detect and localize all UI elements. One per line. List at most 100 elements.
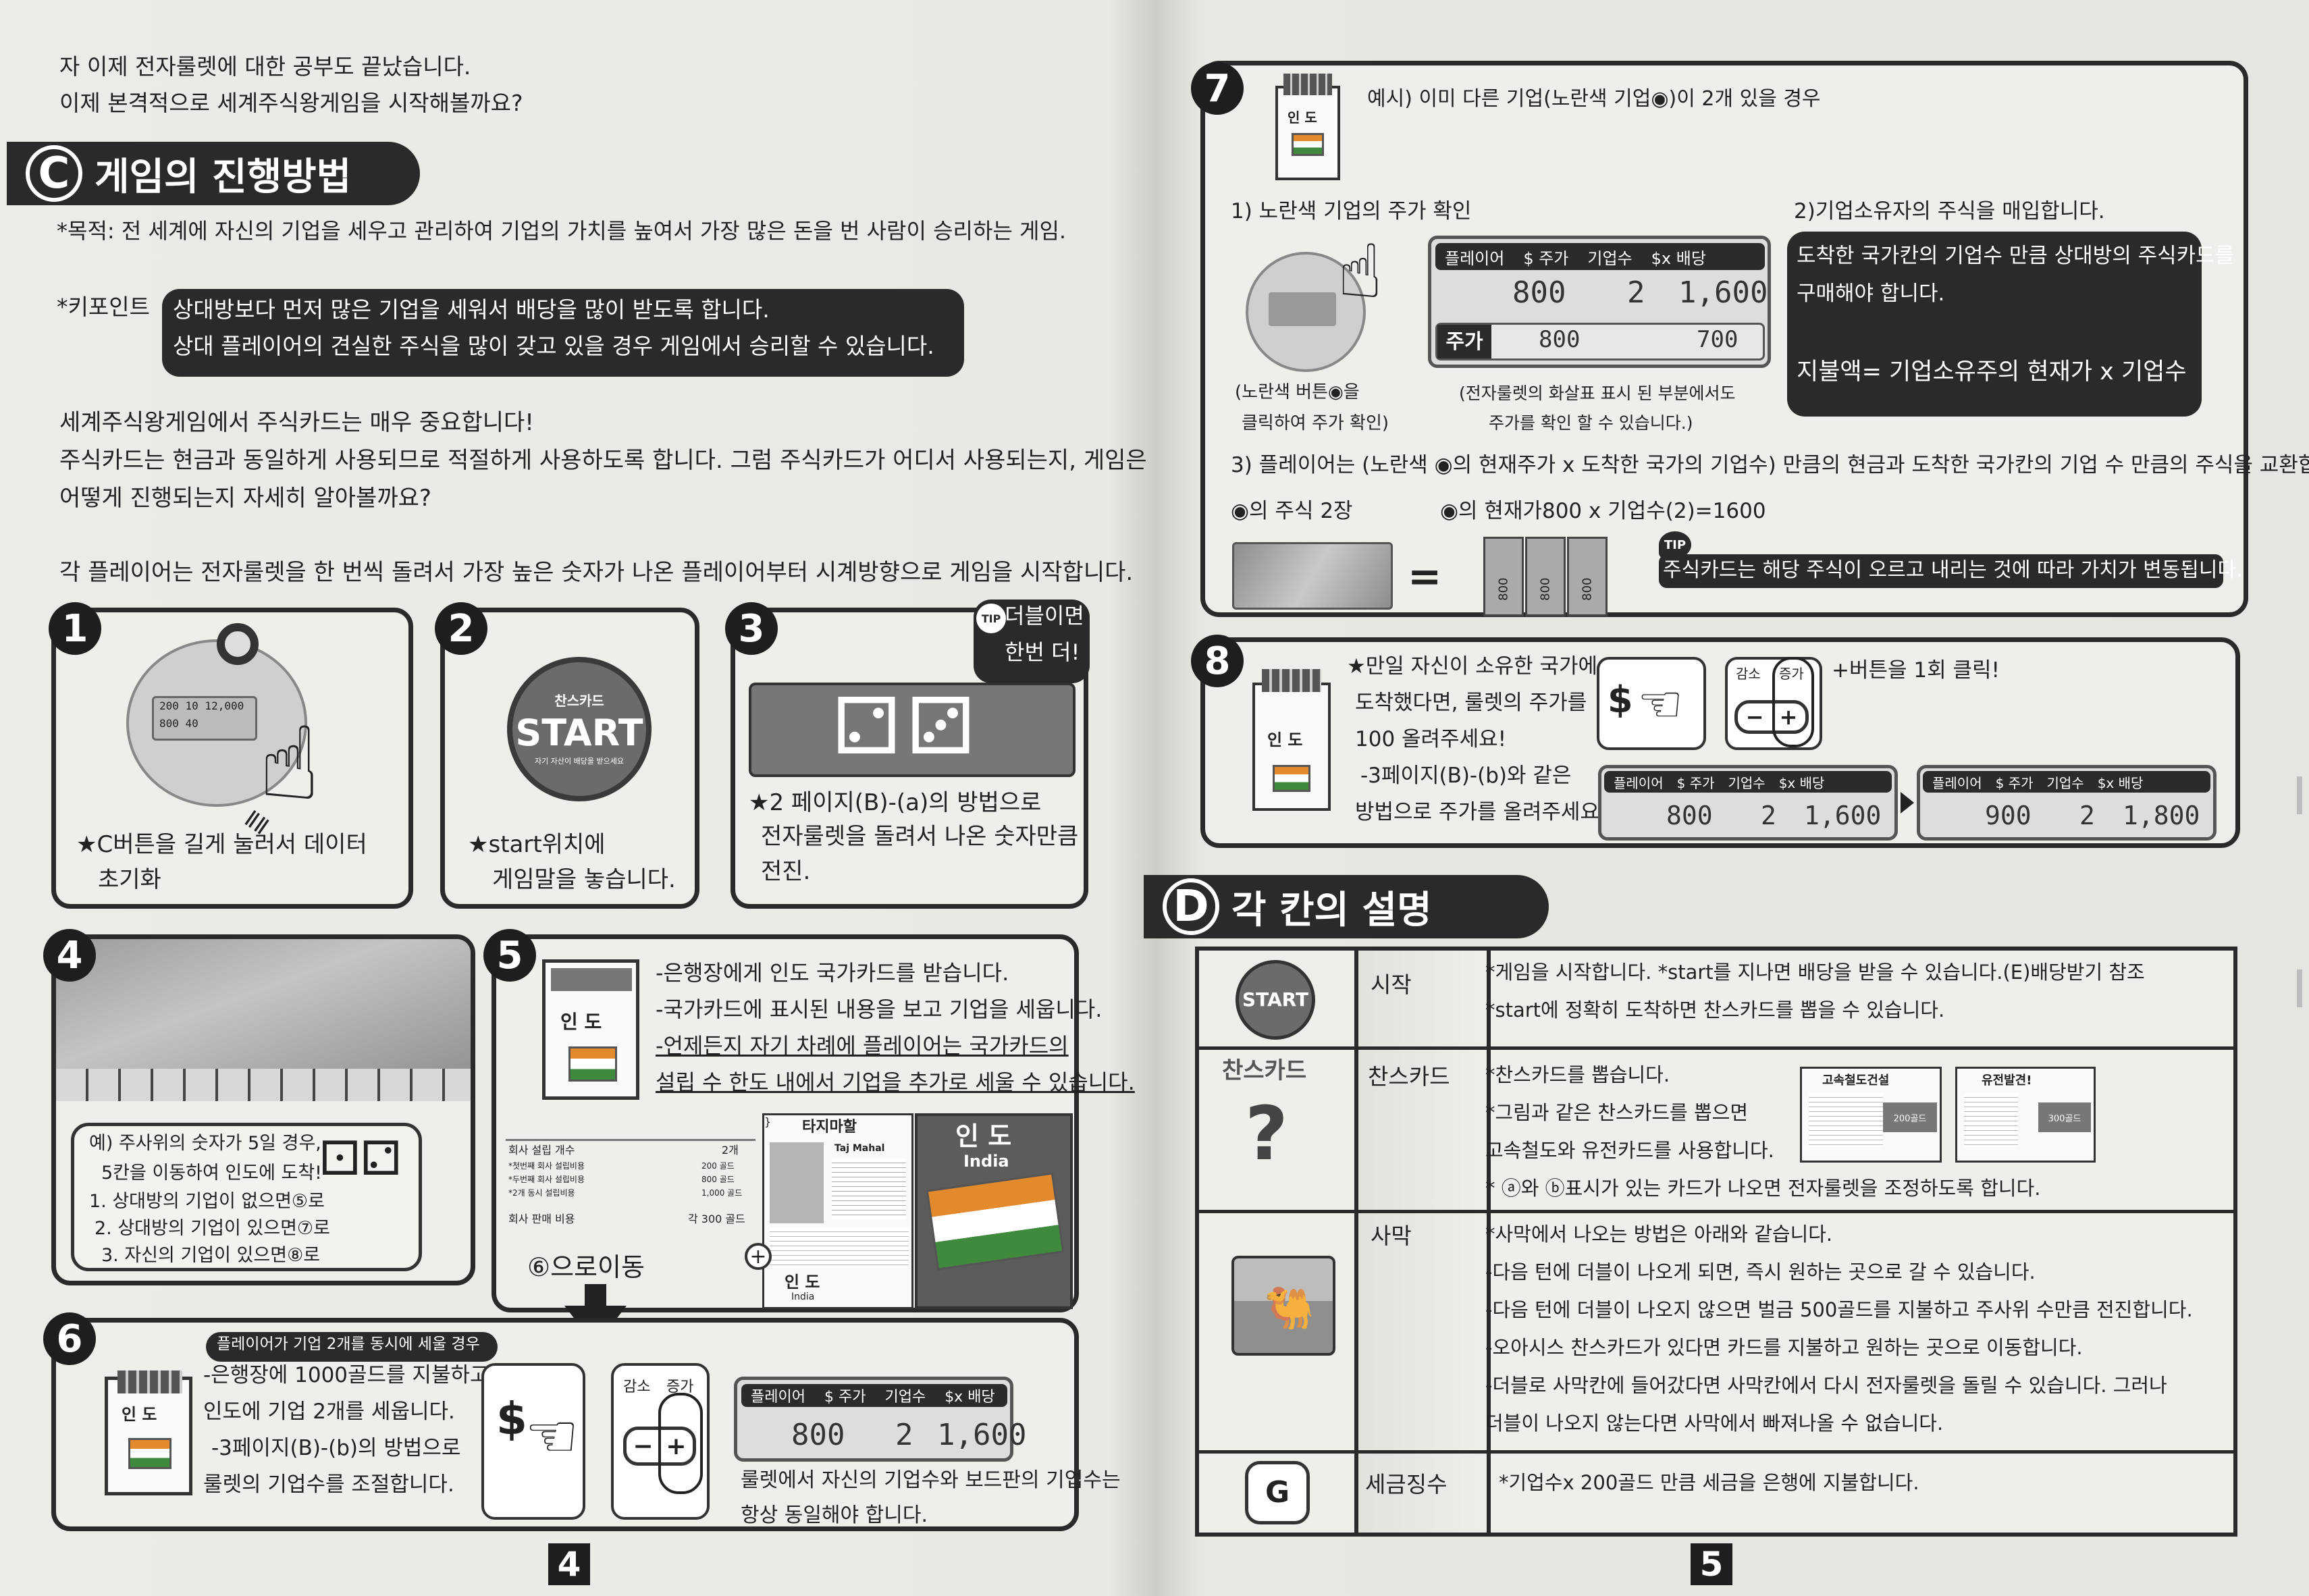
step-7-s1-cap-1: (노란색 버튼◉을	[1235, 382, 1360, 402]
step-7-s3-a: ◉의 주식 2장	[1231, 499, 1353, 523]
hdr7-dividend: $x 배당	[1651, 248, 1706, 268]
section-letter-d: D	[1163, 878, 1219, 935]
coupon-1-value: 800	[1496, 577, 1511, 601]
purpose-text: *목적: 전 세계에 자신의 기업을 세우고 관리하여 기업의 가치를 높여서 …	[57, 218, 1067, 244]
dice-icon-1: ⚁	[832, 681, 901, 772]
para-1: 세계주식왕게임에서 주식카드는 매우 중요합니다!	[59, 409, 534, 436]
step-2-box: 찬스카드 START 자기 자산이 배당을 받으세요 ★start위치에 게임말…	[440, 608, 699, 909]
step-1-line-1: ★C버튼을 길게 눌러서 데이터	[76, 831, 367, 858]
dollar-icon-8: $	[1608, 679, 1633, 721]
company-buildings-icon-8	[1262, 669, 1321, 692]
lcd7-price: 800	[1512, 275, 1566, 310]
cost-row-2: *두번째 회사 설립비용	[508, 1175, 585, 1184]
step-8-line-2: 도착했다면, 룰렛의 주가를	[1355, 691, 1587, 715]
tax-icon-label: G	[1265, 1475, 1290, 1510]
section-letter-c: C	[26, 145, 82, 202]
start-badge-sub: 자기 자산이 배당을 받으세요	[535, 756, 624, 766]
step-8-line-5: 방법으로 주가를 올려주세요.	[1355, 800, 1606, 824]
step-8-button-text: +버튼을 1회 클릭!	[1832, 658, 2000, 683]
hdr-price: $ 주가	[824, 1389, 866, 1406]
minus-label: 감소	[623, 1379, 651, 1395]
row-desert-line-6: 더블이 나오지 않는다면 사막에서 빠져나올 수 없습니다.	[1485, 1412, 1944, 1435]
step-3-line-3: 전진.	[761, 858, 811, 885]
step-8-button-panel: 감소 증가 −+	[1725, 657, 1822, 750]
hdr-player: 플레이어	[751, 1389, 805, 1406]
step-6-banner: 플레이어가 기업 2개를 동시에 세울 경우	[206, 1332, 498, 1362]
step-7-lcd: 플레이어 $ 주가 기업수 $x 배당 800 2 1,600 주가 800 7…	[1428, 236, 1771, 368]
step-6-lcd: 플레이어 $ 주가 기업수 $x 배당 800 2 1,600	[734, 1377, 1026, 1462]
step-5-line-2: -국가카드에 표시된 내용을 보고 기업을 세웁니다.	[656, 996, 1103, 1022]
step-5-box: 인 도 -은행장에게 인도 국가카드를 받습니다. -국가카드에 표시된 내용을…	[492, 934, 1135, 1312]
step-1-line-2: 초기화	[98, 866, 161, 893]
step-7-s3-b: ◉의 현재가800 x 기업수(2)=1600	[1440, 499, 1766, 523]
step-6-country-card: 인 도	[105, 1371, 192, 1495]
step-6-line-4: 룰렛의 기업수를 조절합니다.	[203, 1472, 454, 1497]
row-divider-3	[1199, 1450, 2233, 1454]
step-8-line-4: -3페이지(B)-(b)와 같은	[1360, 764, 1572, 788]
start-icon-label: START	[1242, 988, 1309, 1011]
s2-box-2: 구매해야 합니다.	[1797, 282, 1945, 306]
page-number-left: 4	[548, 1543, 590, 1585]
step-7-example: 예시) 이미 다른 기업(노란색 기업◉)이 2개 있을 경우	[1367, 87, 1821, 111]
lcd8b-dividend: 1,800	[2123, 801, 2200, 830]
magnifier-icon: +	[745, 1243, 772, 1270]
col-divider-2	[1487, 951, 1491, 1533]
section-c-title: 게임의 진행방법	[95, 155, 352, 199]
lcd8a-companies: 2	[1761, 801, 1776, 830]
roulette-device: 200 10 12,000 800 40	[126, 639, 307, 807]
cost-row-3: *2개 동시 설립비용	[508, 1188, 575, 1198]
page-number-right: 5	[1691, 1543, 1732, 1585]
taj-country: 인 도	[785, 1273, 820, 1292]
board-photo	[56, 939, 471, 1101]
company-buildings-icon	[117, 1371, 182, 1393]
step-7-number: 7	[1191, 62, 1244, 115]
sale-cost-value: 각 300 골드	[688, 1213, 745, 1225]
chance-card-icon: 찬스카드 ?	[1218, 1056, 1337, 1198]
lcd-header-7: 플레이어 $ 주가 기업수 $x 배당	[1435, 243, 1765, 270]
step-4-ex-1: 예) 주사위의 숫자가 5일 경우,	[89, 1133, 321, 1154]
tax-bag-icon: G	[1245, 1461, 1310, 1524]
hdr8a-player: 플레이어	[1614, 774, 1664, 791]
hdr8a-companies: 기업수	[1728, 774, 1766, 791]
row-divider-1	[1199, 1046, 2233, 1050]
lcd-companies: 2	[895, 1418, 913, 1452]
row-chance-line-4: * ⓐ와 ⓑ표시가 있는 카드가 나오면 전자룰렛을 조정하도록 합니다.	[1485, 1177, 2041, 1200]
sale-cost-label: 회사 판매 비용	[508, 1213, 575, 1225]
taj-mahal-card: 타지마할 Taj Mahal 인 도 India }	[762, 1113, 913, 1309]
chance-icon-label: 찬스카드	[1222, 1057, 1307, 1084]
lcd7-dividend: 1,600	[1678, 275, 1768, 310]
dollar-icon: $	[496, 1393, 527, 1445]
row-desert-line-1: *사막에서 나오는 방법은 아래와 같습니다.	[1485, 1223, 1833, 1246]
hdr7-companies: 기업수	[1587, 248, 1633, 268]
step-4-number: 4	[43, 929, 96, 982]
taj-country-en: India	[791, 1292, 815, 1302]
step-8-lcd-before: 플레이어 $ 주가 기업수 $x 배당 800 2 1,600	[1598, 765, 1898, 841]
step-8-box: 인 도 ★만일 자신이 소유한 국가에 도착했다면, 룰렛의 주가를 100 올…	[1200, 637, 2240, 848]
step-7-s1-cap-2: 클릭하여 주가 확인)	[1242, 413, 1389, 433]
s2-box-1: 도착한 국가칸의 기업수 만큼 상대방의 주식카드를	[1797, 244, 2235, 268]
step-8-flag-icon	[1273, 765, 1310, 792]
para-3: 어떻게 진행되는지 자세히 알아볼까요?	[59, 485, 431, 512]
price-label: 주가	[1437, 325, 1491, 358]
step-6-number: 6	[43, 1312, 96, 1365]
row-start-line-2: *start에 정확히 도착하면 찬스카드를 뽑을 수 있습니다.	[1485, 999, 1945, 1021]
taj-text-lines	[832, 1159, 906, 1219]
step-7-flag-icon	[1292, 133, 1324, 156]
tip-line-1: 더블이면	[1005, 603, 1084, 629]
hdr-dividend: $x 배당	[945, 1389, 995, 1406]
tip-badge: TIP	[976, 604, 1006, 633]
row-tax-name: 세금징수	[1365, 1471, 1448, 1497]
row-divider-2	[1199, 1210, 2233, 1213]
step-7-s3: 3) 플레이어는 (노란색 ◉의 현재주가 x 도착한 국가의 기업수) 만큼의…	[1231, 453, 2309, 477]
row-desert-name: 사막	[1371, 1223, 1412, 1249]
step-3-number: 3	[725, 602, 778, 655]
dice-tray: ⚁ ⚂	[749, 683, 1076, 777]
step-2-number: 2	[435, 602, 487, 655]
oil-chance-card: 유전발견! 300골드	[1955, 1067, 2096, 1163]
oil-card-text-lines	[1964, 1093, 2018, 1147]
step-5-line-1: -은행장에게 인도 국가카드를 받습니다.	[656, 960, 1009, 986]
price-v2: 700	[1697, 326, 1739, 353]
space-description-table: START 시작 *게임을 시작합니다. *start를 지나면 배당을 받을 …	[1195, 947, 2237, 1537]
intro-line-2: 이제 본격적으로 세계주식왕게임을 시작해볼까요?	[59, 90, 523, 116]
